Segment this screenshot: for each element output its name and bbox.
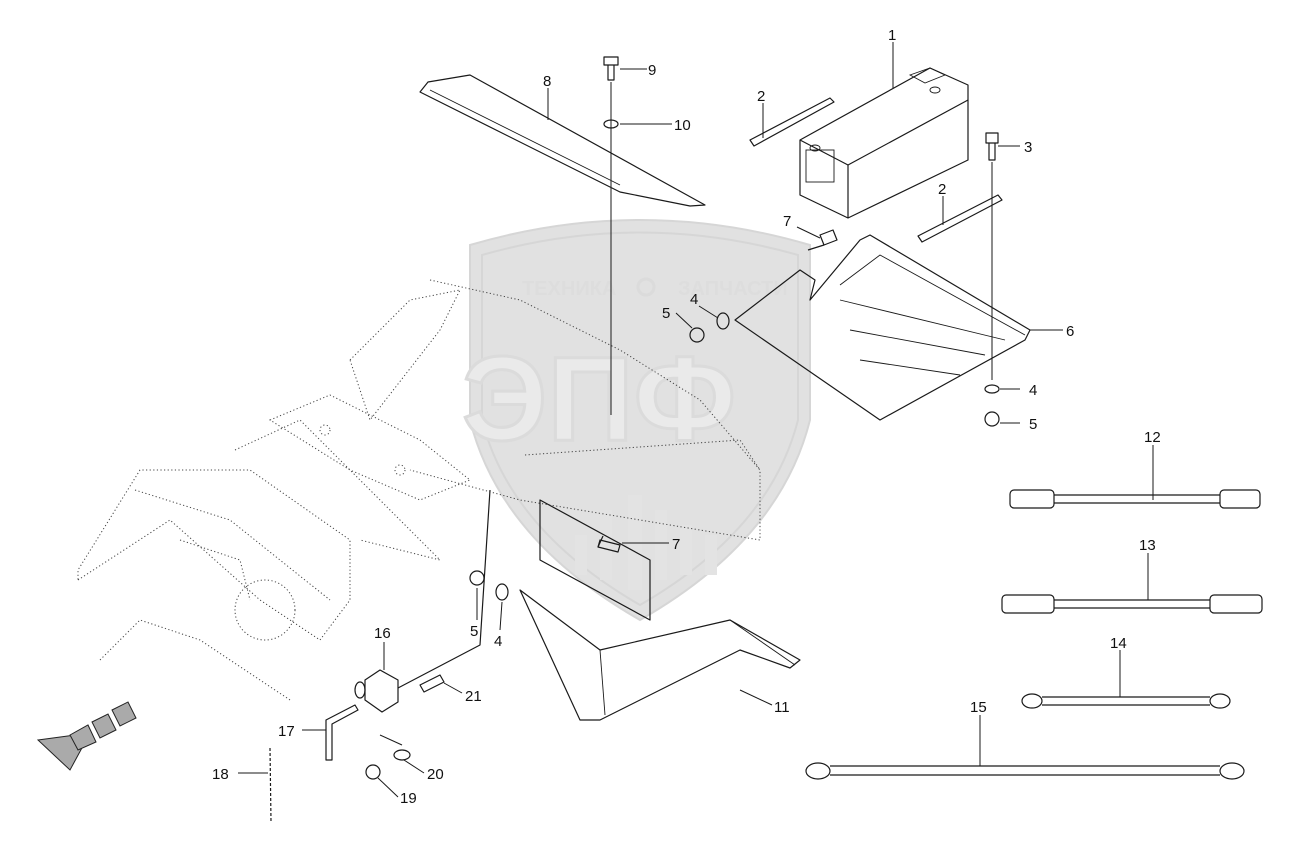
watermark-logo-letters: ЭПФ xyxy=(462,332,736,466)
callout-2-lower: 2 xyxy=(938,181,946,198)
watermark-left-word: ТЕХНИКА xyxy=(522,278,616,300)
part-18-chain xyxy=(269,747,272,823)
part-6-battery-tray xyxy=(734,234,1031,421)
part-3-bolt xyxy=(985,132,999,380)
part-5-nut-upper xyxy=(689,327,705,343)
callout-3: 3 xyxy=(1024,139,1032,156)
callout-2-upper: 2 xyxy=(757,88,765,105)
callout-8: 8 xyxy=(543,73,551,90)
callout-5-right: 5 xyxy=(1029,416,1037,433)
callout-12: 12 xyxy=(1144,429,1161,446)
callout-7-lower: 7 xyxy=(672,536,680,553)
part-12-cardan-shaft xyxy=(1009,489,1261,509)
callout-4-lower: 4 xyxy=(494,633,502,650)
callout-17: 17 xyxy=(278,723,295,740)
callout-18: 18 xyxy=(212,766,229,783)
callout-20: 20 xyxy=(427,766,444,783)
part-11-guard xyxy=(519,589,801,721)
callout-5-lower: 5 xyxy=(470,623,478,640)
part-8-cover-plate xyxy=(419,74,706,207)
watermark: ТЕХНИКА ЗАПЧАСТИ ЭПФ xyxy=(461,219,811,622)
callout-labels: 1 2 2 3 4 4 4 5 5 5 6 7 7 8 9 10 11 12 1… xyxy=(212,27,1161,807)
part-7-bolt-lower xyxy=(597,535,621,553)
watermark-wheat-icon xyxy=(575,495,717,590)
part-1-battery xyxy=(799,67,969,219)
part-4-washer-lower xyxy=(495,583,509,601)
part-17-rod xyxy=(325,704,359,761)
callout-14: 14 xyxy=(1110,635,1127,652)
callout-10: 10 xyxy=(674,117,691,134)
part-13-cardan-shaft xyxy=(1001,594,1263,614)
watermark-right-word: ЗАПЧАСТИ xyxy=(678,278,788,300)
callout-4-upper: 4 xyxy=(690,291,698,308)
part-4-washer-upper xyxy=(716,312,730,330)
callout-19: 19 xyxy=(400,790,417,807)
watermark-gear-icon xyxy=(636,277,656,297)
part-19-nut xyxy=(365,764,381,780)
part-15-rod xyxy=(805,762,1245,780)
part-4-washer-right xyxy=(984,384,1000,394)
callout-7-upper: 7 xyxy=(783,213,791,230)
leader-20-link xyxy=(379,734,403,746)
callout-4-right: 4 xyxy=(1029,382,1037,399)
part-14-rod xyxy=(1021,693,1231,709)
callout-5-upper: 5 xyxy=(662,305,670,322)
callout-9: 9 xyxy=(648,62,656,79)
leader-lines xyxy=(238,42,1154,798)
part-21-bolt xyxy=(419,674,445,693)
callout-13: 13 xyxy=(1139,537,1156,554)
callout-15: 15 xyxy=(970,699,987,716)
direction-arrow-icon xyxy=(36,701,137,771)
callout-6: 6 xyxy=(1066,323,1074,340)
part-5-nut-right xyxy=(984,411,1000,427)
mounting-plate xyxy=(539,499,651,621)
callout-16: 16 xyxy=(374,625,391,642)
part-20-washer xyxy=(393,749,411,761)
part-2-clamp-upper xyxy=(749,97,835,147)
chassis-frame xyxy=(77,279,761,701)
part-5-nut-lower xyxy=(469,570,485,586)
part-7-bolt-upper xyxy=(807,229,838,251)
part-16-switch xyxy=(354,489,491,713)
part-2-clamp-lower xyxy=(917,194,1003,243)
callout-21: 21 xyxy=(465,688,482,705)
callout-11: 11 xyxy=(774,699,790,716)
callout-1: 1 xyxy=(888,27,896,44)
part-9-bolt xyxy=(603,56,619,81)
